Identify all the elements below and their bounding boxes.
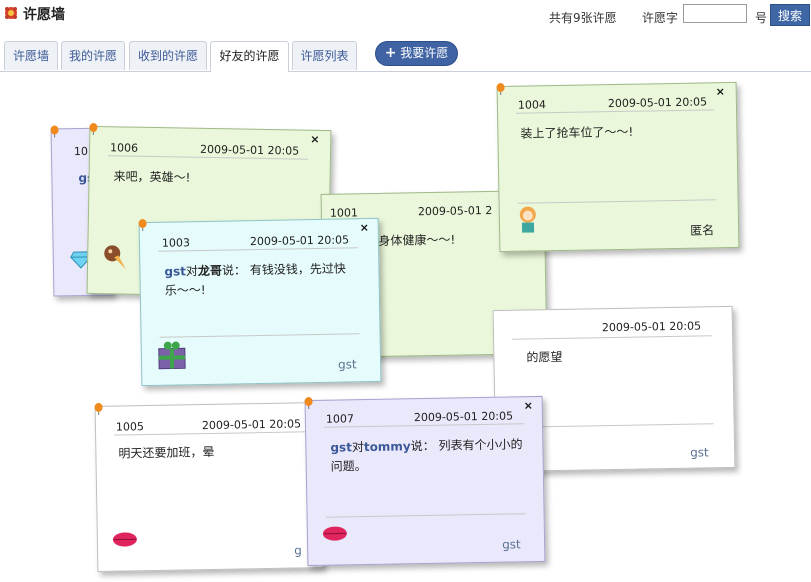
card-number: 1007	[325, 412, 355, 426]
card-to-text: 对	[185, 264, 199, 279]
wish-card-1003[interactable]: × 1003 2009-05-01 20:05 gst对龙哥说： 有钱没钱，先过…	[138, 217, 382, 387]
divider	[512, 335, 713, 340]
card-date: 2009-05-01 20:05	[201, 417, 302, 433]
card-number: 10	[73, 144, 89, 159]
wish-card-1007[interactable]: × 1007 2009-05-01 20:05 gst对tommy说： 列表有个…	[304, 395, 546, 567]
card-number: 1006	[109, 141, 139, 155]
make-wish-button[interactable]: + 我要许愿	[375, 41, 458, 66]
card-text: 来吧，英雄～!	[113, 169, 191, 185]
divider	[517, 199, 716, 204]
wish-number-suffix: 号	[755, 11, 768, 25]
balloon-pin-icon	[94, 402, 103, 415]
card-text: gst对龙哥说： 有钱没钱，先过快乐～～!	[164, 259, 355, 300]
card-number: 1004	[517, 98, 547, 112]
app-title: 许愿墙	[23, 7, 65, 23]
card-to-text: 对	[351, 440, 365, 455]
search-button[interactable]: 搜索	[770, 4, 810, 26]
wish-card[interactable]: 10 gs	[50, 125, 114, 297]
tab-bar: 许愿墙 我的许愿 收到的许愿 好友的许愿 许愿列表	[0, 41, 811, 72]
tab-wish-wall[interactable]: 许愿墙	[4, 41, 58, 70]
balloon-pin-icon	[50, 125, 59, 138]
card-to: 龙哥	[197, 263, 223, 279]
header: 许愿墙 共有9张许愿 许愿字 号 搜索	[0, 0, 811, 34]
card-text: 明天还要加班，晕	[118, 444, 215, 461]
close-icon[interactable]: ×	[359, 221, 370, 235]
divider	[325, 513, 526, 518]
card-date: 2009-05-01 2	[417, 203, 493, 219]
card-text: gst对tommy说： 列表有个小小的问题。	[330, 435, 527, 476]
card-number: 1005	[115, 420, 145, 434]
lips-icon	[112, 532, 137, 547]
wish-number-label: 许愿字	[642, 11, 679, 25]
card-signature: 匿名	[690, 223, 715, 238]
close-icon[interactable]: ×	[310, 132, 320, 146]
close-icon[interactable]: ×	[715, 85, 726, 99]
tab-friends-wishes[interactable]: 好友的许愿	[210, 41, 289, 72]
card-date: 2009-05-01 20:05	[607, 95, 708, 111]
balloon-pin-icon	[496, 83, 505, 96]
wish-number-input[interactable]	[683, 4, 747, 23]
card-date: 2009-05-01 20:05	[601, 319, 702, 335]
close-icon[interactable]: ×	[523, 399, 534, 413]
tab-wish-list[interactable]: 许愿列表	[292, 41, 357, 70]
card-from: gst	[330, 440, 352, 455]
tab-my-wishes[interactable]: 我的许愿	[61, 41, 125, 70]
wish-card-1006[interactable]: × 1006 2009-05-01 20:05 来吧，英雄～!	[86, 122, 332, 299]
card-signature: g	[293, 543, 302, 558]
card-text: 的愿望	[526, 349, 563, 365]
make-wish-label: 我要许愿	[400, 46, 449, 60]
card-say: 说：	[410, 438, 435, 454]
icecream-icon	[104, 245, 126, 270]
card-signature: gst	[502, 537, 521, 552]
card-number: 1003	[161, 236, 191, 250]
card-text: 装上了抢车位了～～!	[520, 124, 634, 141]
card-date: 2009-05-01 20:05	[413, 409, 514, 425]
card-say: 说：	[221, 263, 247, 278]
card-date: 2009-05-01 20:05	[249, 233, 350, 249]
wish-card-1005[interactable]: 1005 2009-05-01 20:05 明天还要加班，晕 g	[94, 402, 324, 572]
wish-count: 共有9张许愿	[549, 11, 617, 25]
divider	[513, 423, 714, 428]
balloon-pin-icon	[304, 397, 313, 410]
card-from: gst	[164, 264, 187, 279]
wish-card-1004[interactable]: × 1004 2009-05-01 20:05 装上了抢车位了～～! 匿名	[496, 81, 740, 253]
flower-logo-icon	[5, 7, 17, 19]
lips-icon	[322, 526, 347, 541]
card-date: 2009-05-01 20:05	[199, 142, 300, 158]
gift-icon	[158, 341, 186, 370]
balloon-pin-icon	[89, 122, 98, 135]
card-signature: gst	[337, 357, 357, 372]
card-to: tommy	[363, 439, 411, 455]
card-signature: gst	[690, 445, 709, 460]
divider	[159, 333, 360, 338]
doll-icon	[519, 206, 536, 233]
balloon-pin-icon	[138, 219, 147, 232]
plus-icon: +	[384, 45, 397, 61]
tab-received-wishes[interactable]: 收到的许愿	[129, 41, 207, 70]
